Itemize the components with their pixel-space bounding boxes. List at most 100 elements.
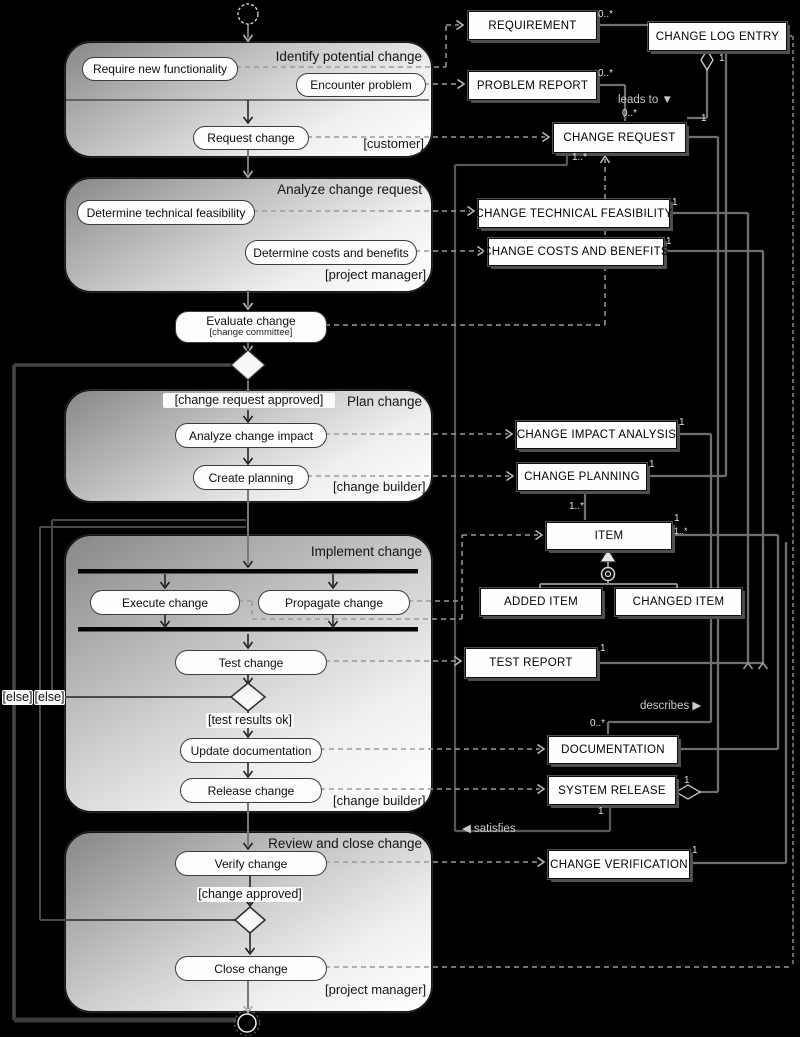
generalization-set-circle (600, 566, 616, 582)
entity-label: CHANGE VERIFICATION (550, 858, 688, 871)
end-node (237, 1013, 257, 1033)
mult-change-request-top: 1 (701, 113, 707, 124)
activity-release-change: Release change (180, 778, 322, 803)
entity-label: PROBLEM REPORT (476, 79, 589, 92)
activity-label: Analyze change impact (188, 428, 314, 443)
decision-test-results (229, 682, 267, 712)
entity-label: TEST REPORT (489, 657, 573, 669)
mult-change-request-bottom: 1..* (572, 152, 588, 163)
guard-change-request-approved: [change request approved] (163, 393, 335, 408)
composition-diamond-change-log (700, 48, 714, 72)
phase-title-implement: Implement change (310, 544, 422, 559)
entity-requirement: REQUIREMENT (468, 11, 597, 40)
phase-analyze-change-request (65, 178, 432, 292)
activity-label: Test change (218, 655, 284, 670)
join-bar (78, 627, 418, 632)
entity-test-report: TEST REPORT (465, 648, 597, 678)
activity-label: Request change (207, 131, 295, 145)
mult-change-verification: 1 (692, 845, 698, 856)
role-project-manager-2: [project manager] (325, 982, 427, 997)
activity-analyze-change-impact: Analyze change impact (175, 423, 327, 448)
fork-bar (78, 569, 418, 574)
association-leads-to: leads to ▼ (618, 94, 673, 106)
activity-label: Update documentation (190, 743, 312, 758)
activity-label: Execute change (121, 595, 209, 610)
entity-change-technical-feasibility: CHANGE TECHNICAL FEASIBILITY (475, 199, 673, 228)
activity-label: Require new functionality (92, 62, 228, 76)
activity-label: Close change (214, 961, 288, 976)
role-customer: [customer] (363, 136, 424, 151)
activity-label: Propagate change (284, 595, 384, 610)
mult-item-right-2: 1..* (674, 526, 688, 536)
mult-item-top: 1..* (569, 501, 585, 512)
entity-label: CHANGE LOG ENTRY (655, 30, 780, 43)
activity-execute-change: Execute change (90, 590, 240, 615)
entity-label: ITEM (594, 530, 624, 542)
mult-system-release-bottom: 1 (598, 806, 604, 817)
association-describes: describes ▶ (640, 700, 702, 712)
entity-change-impact-analysis: CHANGE IMPACT ANALYSIS (516, 421, 677, 449)
entity-label: CHANGE COSTS AND BENEFITS (483, 246, 669, 258)
entity-item: ITEM (546, 522, 672, 550)
activity-update-documentation: Update documentation (180, 738, 322, 763)
entity-label: CHANGE REQUEST (563, 132, 676, 144)
mult-technical-feasibility: 1 (672, 197, 678, 208)
entity-change-costs-benefits: CHANGE COSTS AND BENEFITS (483, 238, 669, 266)
activity-verify-change: Verify change (175, 851, 327, 876)
entity-change-planning: CHANGE PLANNING (517, 463, 647, 491)
activity-request-change: Request change (193, 126, 309, 150)
entity-problem-report: PROBLEM REPORT (468, 71, 597, 100)
guard-change-approved: [change approved] (197, 887, 303, 902)
mult-test-report: 1 (600, 643, 606, 654)
mult-impact-analysis: 1 (679, 417, 685, 428)
entity-change-verification: CHANGE VERIFICATION (548, 850, 690, 879)
mult-item-right-1: 1 (674, 513, 680, 524)
activity-label: Determine costs and benefits (253, 245, 409, 260)
mult-system-release-right: 1 (684, 775, 690, 786)
phase-title-analyze: Analyze change request (277, 182, 422, 197)
entity-label: ADDED ITEM (504, 596, 578, 608)
activity-label: Determine technical feasibility (86, 205, 246, 220)
entity-label: CHANGE IMPACT ANALYSIS (516, 429, 677, 441)
entity-label: CHANGE TECHNICAL FEASIBILITY (475, 207, 673, 220)
entity-label: REQUIREMENT (488, 19, 577, 32)
guard-else-b: [else] (34, 690, 65, 705)
phase-title-review: Review and close change (268, 836, 422, 851)
entity-change-log-entry: CHANGE LOG ENTRY (648, 22, 787, 51)
role-change-builder-1: [change builder] (333, 479, 426, 494)
mult-planning: 1 (649, 459, 655, 470)
activity-label: Evaluate change (206, 314, 296, 329)
entity-label: SYSTEM RELEASE (558, 784, 666, 797)
phase-title-plan: Plan change (346, 394, 422, 409)
mult-costs-benefits: 1 (666, 236, 672, 247)
mult-problem-report: 0..* (598, 68, 614, 79)
role-change-builder-2: [change builder] (333, 793, 426, 808)
start-node (237, 3, 259, 25)
activity-close-change: Close change (175, 956, 327, 981)
entity-system-release: SYSTEM RELEASE (548, 776, 676, 805)
entity-label: CHANGED ITEM (632, 596, 725, 608)
phase-title-identify: Identify potential change (275, 49, 422, 64)
activity-determine-technical-feasibility: Determine technical feasibility (77, 200, 255, 225)
entity-documentation: DOCUMENTATION (548, 736, 678, 764)
mult-requirement: 0..* (598, 9, 614, 20)
activity-encounter-problem: Encounter problem (296, 73, 426, 97)
activity-label: Encounter problem (310, 78, 412, 92)
guard-test-results-ok: [test results ok] (206, 713, 294, 728)
decision-change-approved-2 (233, 906, 267, 934)
activity-propagate-change: Propagate change (258, 590, 410, 615)
guard-else-a: [else] (2, 690, 33, 705)
activity-determine-costs-benefits: Determine costs and benefits (245, 240, 417, 265)
composition-diamond-system-release (674, 784, 702, 800)
role-project-manager-1: [project manager] (325, 267, 427, 282)
activity-test-change: Test change (175, 650, 327, 675)
generalization-triangle (598, 547, 618, 563)
association-satisfies: ◀ satisfies (462, 823, 516, 835)
activity-create-planning: Create planning (193, 465, 309, 490)
activity-require-new-functionality: Require new functionality (82, 57, 238, 81)
entity-changed-item: CHANGED ITEM (615, 588, 742, 616)
mult-leads-to: 0..* (622, 108, 638, 119)
entity-change-request: CHANGE REQUEST (553, 123, 686, 153)
entity-label: CHANGE PLANNING (524, 471, 640, 483)
